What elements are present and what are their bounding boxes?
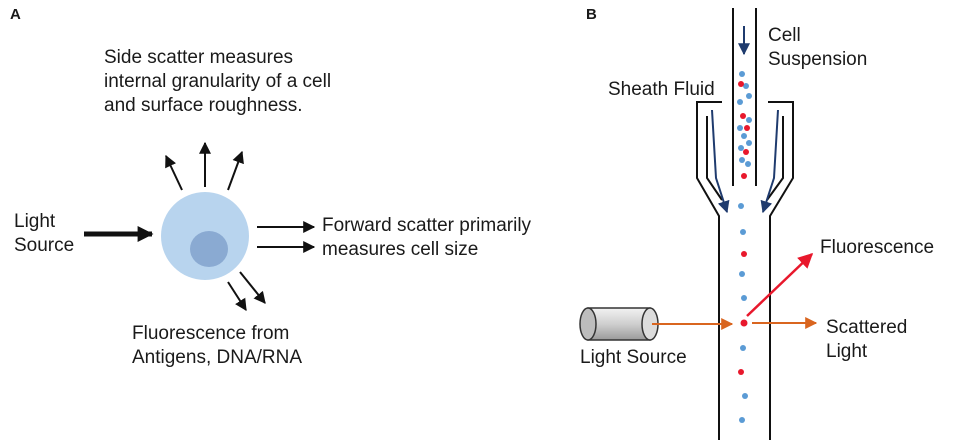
fluorescence-from-label: Fluorescence from Antigens, DNA/RNA [132,323,303,368]
red-particle [741,251,747,257]
sample-particles [737,71,752,179]
blue-particle [737,99,743,105]
red-particle [744,125,750,131]
side-scatter-arrow-left [165,154,183,191]
sheath-housing-right [768,101,794,440]
blue-particle [739,417,745,423]
sheath-flow-arrow-left [711,109,730,214]
cell-nucleus [190,231,228,267]
blue-particle [746,140,752,146]
scattered-light-label: Scattered Light [826,317,908,362]
panel-a-graphics [84,141,316,312]
fluorescence-label-b: Fluorescence [820,237,935,258]
forward-scatter-label: Forward scatter primarily measures cell … [322,215,532,260]
blue-particle [739,157,745,163]
side-scatter-label: Side scatter measures internal granulari… [104,47,332,116]
blue-particle [746,117,752,123]
red-particle [741,173,747,179]
blue-particle [740,345,746,351]
red-particle [743,149,749,155]
channel-particles [738,203,748,423]
blue-particle [740,229,746,235]
panel-b-letter: B [586,6,597,23]
cell-suspension-label: Cell Suspension [768,25,868,70]
blue-particle [739,271,745,277]
blue-particle [741,133,747,139]
red-particle [740,319,748,327]
blue-particle [743,83,749,89]
light-source-label-a: Light Source [14,211,75,256]
red-particle [740,113,746,119]
blue-particle [745,161,751,167]
blue-particle [738,203,744,209]
panel-b-graphics [579,8,818,440]
fluorescence-arrow-lower [227,281,247,312]
fluorescence-emission-arrow [746,252,814,317]
blue-particle [741,295,747,301]
sheath-inner-left [706,116,723,201]
blue-particle [737,125,743,131]
sheath-fluid-label: Sheath Fluid [608,79,715,100]
light-source-label-b: Light Source [580,347,687,368]
blue-particle [739,71,745,77]
sheath-flow-arrow-right [760,109,779,214]
blue-particle [742,393,748,399]
red-particle [738,81,744,87]
side-scatter-arrow-right [227,150,244,191]
fluorescence-arrow-upper [239,271,266,304]
blue-particle [746,93,752,99]
red-particle [738,369,744,375]
laser-source-cylinder [579,307,659,341]
sheath-inner-right [766,116,784,201]
sheath-housing-left [696,101,722,440]
blue-particle [738,145,744,151]
panel-a-letter: A [10,6,21,23]
